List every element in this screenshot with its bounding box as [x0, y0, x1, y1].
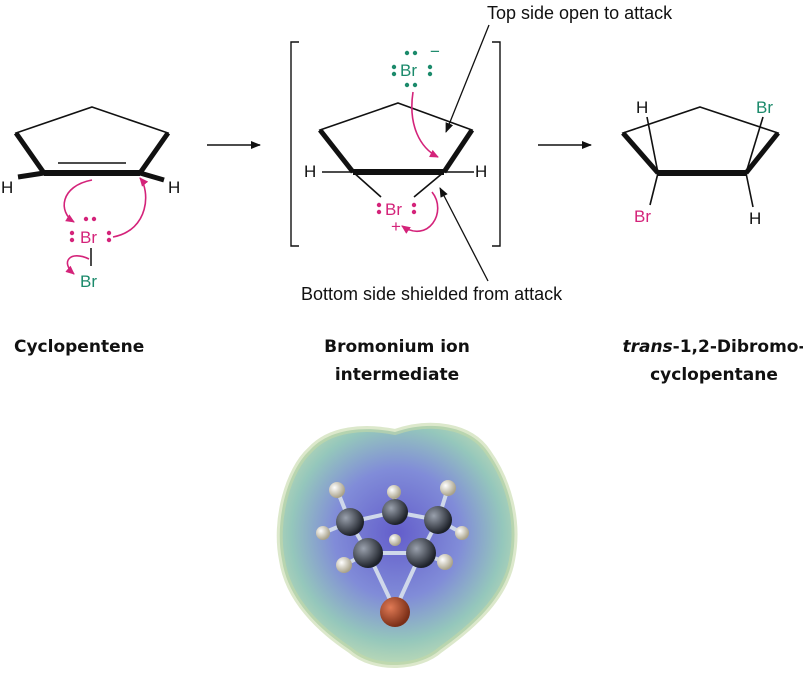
caption-bromonium-line2: intermediate	[335, 365, 459, 385]
atom-hydrogen	[440, 480, 456, 496]
br-label: Br	[400, 61, 417, 80]
atom-hydrogen	[455, 526, 469, 540]
bromonium-ion-structure: H H	[304, 102, 487, 198]
atom-carbon	[424, 506, 452, 534]
atom-hydrogen	[329, 482, 345, 498]
dibromocyclopentane-structure: H Br Br H	[621, 98, 780, 228]
attack-arrows	[401, 91, 439, 234]
atom-carbon	[336, 508, 364, 536]
br-label: Br	[756, 98, 773, 117]
bracket-left	[290, 41, 299, 247]
bromide-ion: Br −	[391, 42, 440, 88]
h-label: H	[475, 162, 487, 181]
annotation-bottom-side: Bottom side shielded from attack	[301, 284, 563, 304]
br-label: Br	[80, 272, 97, 291]
br-label: Br	[385, 200, 402, 219]
h-label: H	[636, 98, 648, 117]
bromine-molecule: Br Br	[69, 216, 112, 291]
atom-carbon	[353, 538, 383, 568]
annotation-top-side: Top side open to attack	[487, 3, 673, 23]
caption-trans-italic: trans	[622, 337, 672, 357]
electrostatic-potential-map	[276, 422, 518, 669]
cyclopentene-structure: H H	[1, 106, 180, 197]
caption-cyclopentene: Cyclopentene	[14, 337, 144, 357]
bromonium-bromine: Br +	[376, 200, 417, 236]
charge-minus: −	[430, 42, 440, 61]
atom-bromine	[380, 597, 410, 627]
atom-carbon	[406, 538, 436, 568]
atom-carbon	[382, 499, 408, 525]
caption-trans-dibromo-line1: trans-1,2-Dibromo-	[622, 337, 803, 357]
atom-hydrogen	[316, 526, 330, 540]
annotation-pointer	[439, 187, 489, 282]
h-label: H	[749, 209, 761, 228]
h-label: H	[1, 178, 13, 197]
atom-hydrogen	[437, 554, 453, 570]
bracket-right	[492, 41, 501, 247]
h-label: H	[168, 178, 180, 197]
br-label: Br	[634, 207, 651, 226]
electron-flow-arrows	[63, 177, 149, 275]
caption-trans-dibromo-line2: cyclopentane	[650, 365, 778, 385]
atom-hydrogen	[387, 485, 401, 499]
atom-hydrogen	[336, 557, 352, 573]
atom-hydrogen	[389, 534, 401, 546]
h-label: H	[304, 162, 316, 181]
annotation-pointer	[445, 24, 490, 133]
br-label: Br	[80, 228, 97, 247]
caption-trans-rest: -1,2-Dibromo-	[673, 337, 803, 357]
charge-plus: +	[391, 217, 401, 236]
caption-bromonium-line1: Bromonium ion	[324, 337, 470, 357]
